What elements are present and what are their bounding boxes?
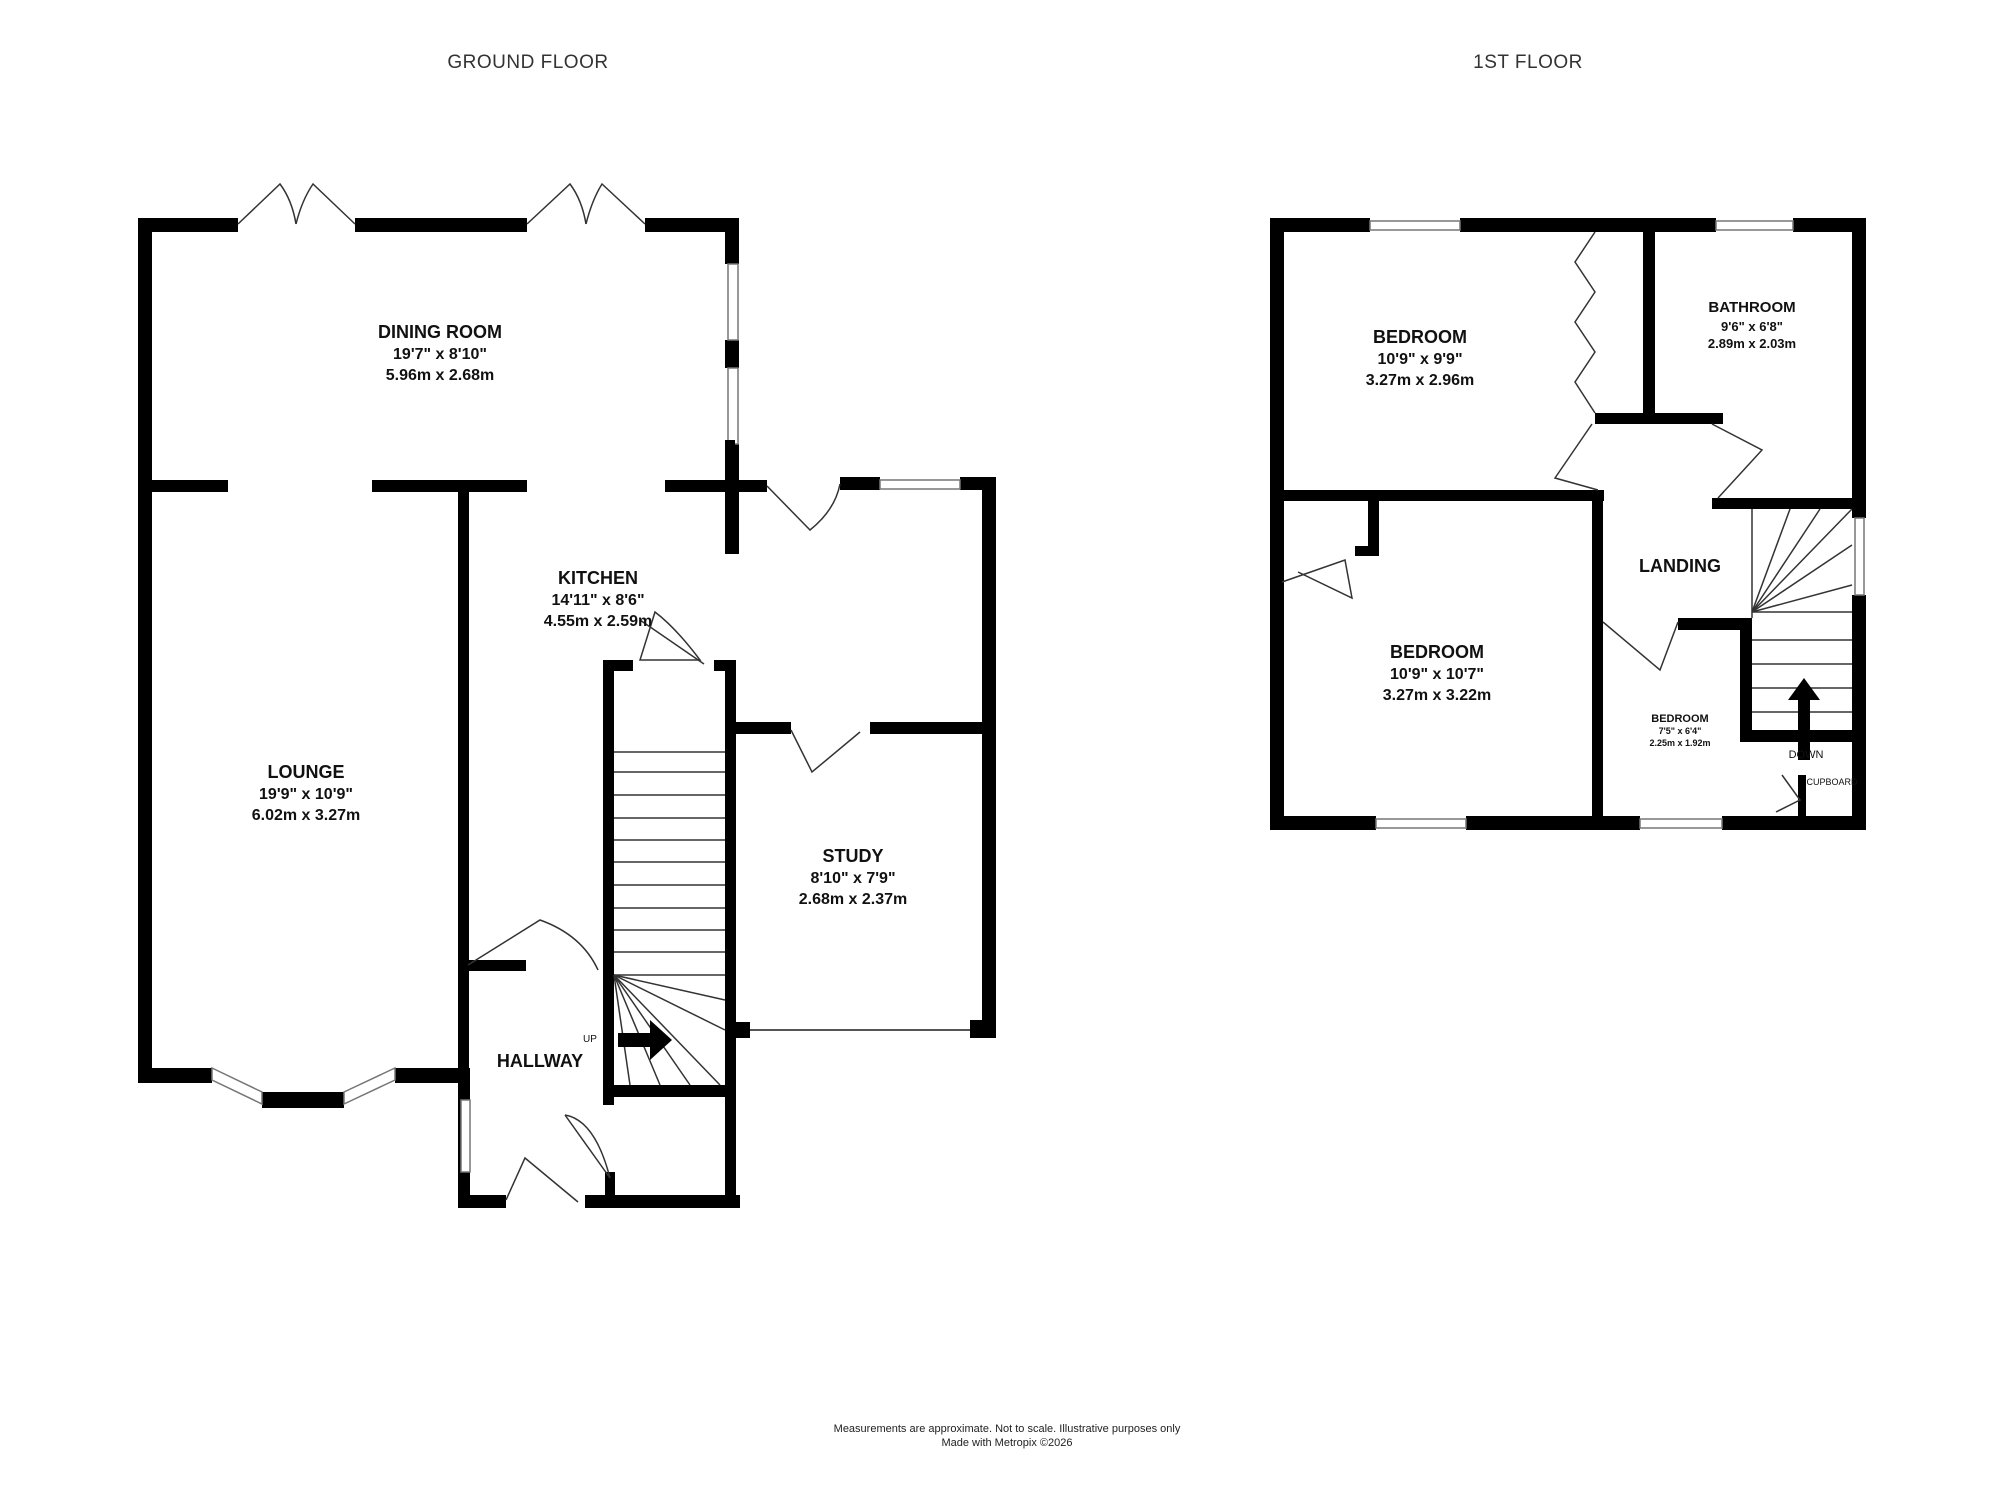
disclaimer-line: Measurements are approximate. Not to sca…: [834, 1423, 1181, 1435]
first-floor-plan: 1ST FLOOR: [1270, 52, 1866, 830]
room-dimensions-metric: 4.55m x 2.59m: [544, 613, 653, 630]
room-dimensions-imperial: 19'9" x 10'9": [259, 786, 353, 803]
room-dimensions-metric: 3.27m x 3.22m: [1383, 687, 1492, 704]
room-dimensions-imperial: 19'7" x 8'10": [393, 346, 487, 363]
first-doors: [1281, 231, 1802, 813]
room-name: DINING ROOM: [378, 322, 502, 342]
ground-floor-title: GROUND FLOOR: [447, 52, 608, 73]
first-staircase: DOWN: [1751, 508, 1853, 761]
room-name: BATHROOM: [1708, 299, 1795, 316]
room-dimensions-metric: 2.89m x 2.03m: [1708, 336, 1796, 351]
room-label-hallway: HALLWAY: [497, 1051, 583, 1071]
room-name: LANDING: [1639, 556, 1721, 576]
credit-line: Made with Metropix ©2026: [941, 1437, 1072, 1449]
room-label-bedroom2: BEDROOM 10'9" x 10'7" 3.27m x 3.22m: [1383, 642, 1492, 704]
first-walls: [1270, 218, 1866, 830]
ground-staircase: UP: [583, 751, 726, 1086]
room-name: KITCHEN: [558, 568, 638, 588]
room-label-lounge: LOUNGE 19'9" x 10'9" 6.02m x 3.27m: [252, 762, 361, 824]
room-dimensions-metric: 5.96m x 2.68m: [386, 367, 495, 384]
room-name: BEDROOM: [1373, 327, 1467, 347]
footer-disclaimer: Measurements are approximate. Not to sca…: [834, 1423, 1181, 1449]
room-dimensions-imperial: 7'5" x 6'4": [1659, 726, 1702, 736]
kitchen-cross-wall: [700, 440, 760, 552]
room-name: BEDROOM: [1651, 713, 1708, 725]
room-dimensions-imperial: 9'6" x 6'8": [1721, 319, 1783, 334]
room-dimensions-metric: 3.27m x 2.96m: [1366, 372, 1475, 389]
room-name: STUDY: [822, 846, 883, 866]
room-dimensions-imperial: 10'9" x 9'9": [1377, 351, 1462, 368]
room-dimensions-metric: 2.25m x 1.92m: [1649, 738, 1710, 748]
room-label-bedroom1: BEDROOM 10'9" x 9'9" 3.27m x 2.96m: [1366, 327, 1475, 389]
first-floor-title: 1ST FLOOR: [1473, 52, 1583, 73]
room-dimensions-metric: 6.02m x 3.27m: [252, 807, 361, 824]
room-name: LOUNGE: [267, 762, 344, 782]
stair-down-label: DOWN: [1789, 749, 1824, 761]
room-dimensions-imperial: 14'11" x 8'6": [551, 592, 644, 609]
stair-down-arrow-icon: [1788, 678, 1820, 760]
room-name: HALLWAY: [497, 1051, 583, 1071]
room-label-bedroom3: BEDROOM 7'5" x 6'4" 2.25m x 1.92m: [1649, 713, 1710, 748]
ground-windows: [211, 263, 970, 1173]
room-label-cupboard: CUPBOARD: [1806, 777, 1858, 787]
room-dimensions-imperial: 8'10" x 7'9": [810, 870, 895, 887]
room-name: BEDROOM: [1390, 642, 1484, 662]
ground-floor-plan: GROUND FLOOR: [138, 52, 996, 1208]
room-label-dining: DINING ROOM 19'7" x 8'10" 5.96m x 2.68m: [378, 322, 502, 384]
room-label-bathroom: BATHROOM 9'6" x 6'8" 2.89m x 2.03m: [1708, 299, 1796, 351]
first-windows: [1369, 220, 1865, 829]
ground-doors: [237, 182, 861, 1203]
stair-up-label: UP: [583, 1034, 597, 1045]
room-dimensions-imperial: 10'9" x 10'7": [1390, 666, 1484, 683]
room-label-landing: LANDING: [1639, 556, 1721, 576]
room-dimensions-metric: 2.68m x 2.37m: [799, 891, 908, 908]
room-name: CUPBOARD: [1806, 777, 1858, 787]
room-label-kitchen: KITCHEN 14'11" x 8'6" 4.55m x 2.59m: [544, 568, 653, 630]
room-label-study: STUDY 8'10" x 7'9" 2.68m x 2.37m: [799, 846, 908, 908]
stair-up-arrow-icon: [618, 1020, 672, 1060]
